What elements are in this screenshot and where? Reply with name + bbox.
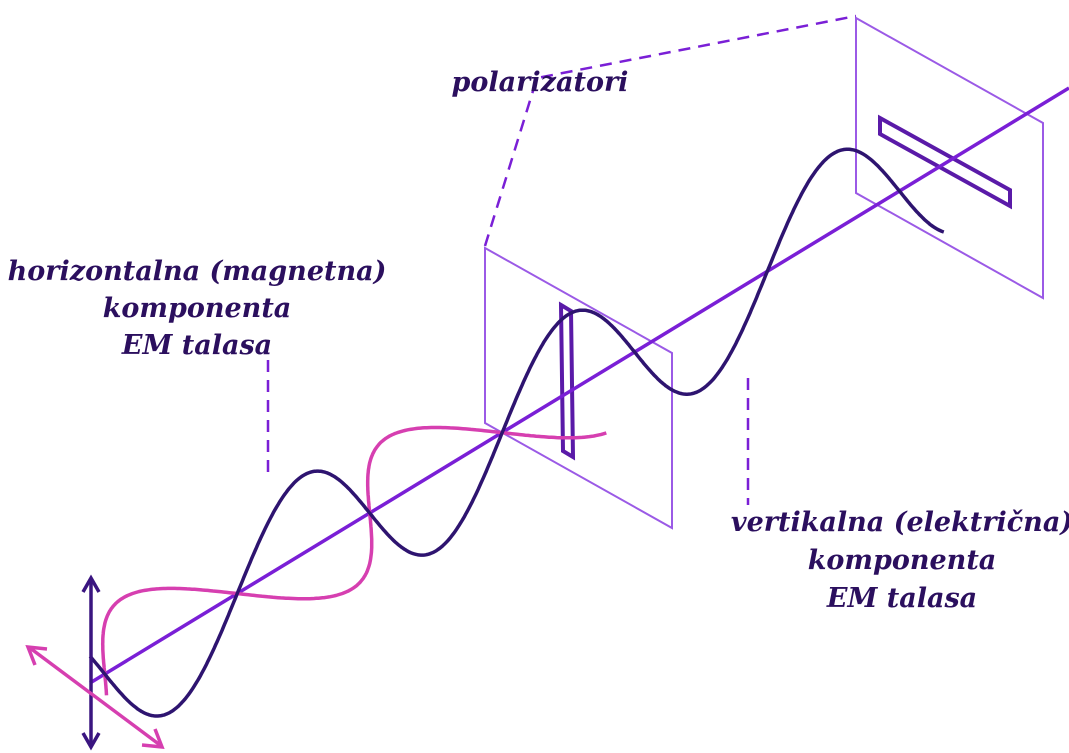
magnetic-label-line-1: horizontalna (magnetna) <box>8 256 387 287</box>
propagation-axis <box>89 86 1069 685</box>
vertical-field-arrow <box>81 574 101 751</box>
electric-component-wave <box>88 147 945 718</box>
magnetic-label-line-2: komponenta <box>103 293 292 324</box>
magnetic-component-wave <box>100 425 607 696</box>
horizontal-field-arrow <box>25 644 165 750</box>
magnetic-label-line-3: EM talasa <box>121 330 272 361</box>
electric-label-line-1: vertikalna (električna) <box>731 507 1069 538</box>
rear-polarizer-slit <box>878 114 1012 210</box>
electric-component-label: vertikalna (električna) komponenta EM ta… <box>731 507 1069 614</box>
rear-polarizer-frame <box>855 16 1044 300</box>
front-polarizer-frame <box>484 246 673 530</box>
front-polarizer-slit <box>558 301 576 461</box>
electric-label-line-3: EM talasa <box>826 583 977 614</box>
polarizers-label: polarizatori <box>452 67 629 98</box>
electric-label-line-2: komponenta <box>808 545 997 576</box>
magnetic-component-label: horizontalna (magnetna) komponenta EM ta… <box>8 256 387 361</box>
polarizers-leader-line <box>483 14 857 247</box>
